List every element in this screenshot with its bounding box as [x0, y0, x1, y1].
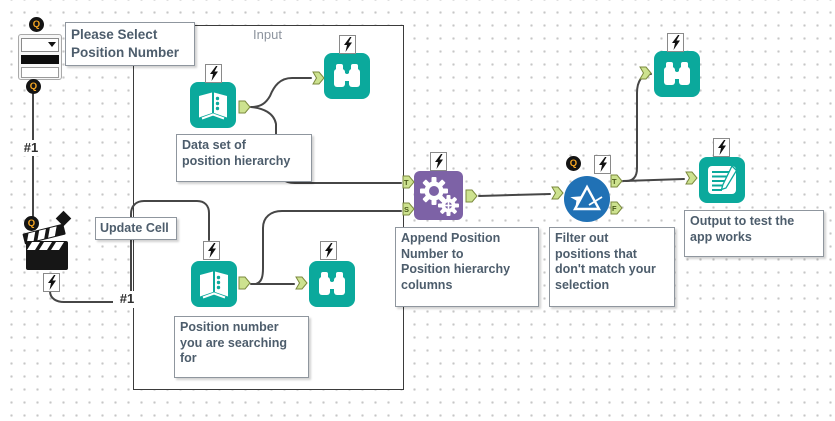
- wire-label-2: #1: [113, 291, 141, 308]
- append-source-anchor[interactable]: S: [402, 202, 415, 221]
- filter-true-anchor[interactable]: T: [610, 174, 623, 193]
- append-target-anchor[interactable]: T: [402, 175, 415, 194]
- dropdown-field: [21, 38, 59, 52]
- wire-filter-to-browse2[interactable]: [625, 73, 652, 182]
- anchor-letter-f: F: [612, 203, 617, 213]
- report-output-tool[interactable]: [699, 157, 745, 208]
- wire-input1-to-browse1[interactable]: [250, 77, 312, 108]
- browse-tool-3[interactable]: [309, 261, 355, 312]
- filter-false-anchor[interactable]: F: [610, 201, 623, 220]
- lightning-anchor-icon[interactable]: [667, 33, 684, 52]
- annotation-line: Number to: [401, 246, 464, 261]
- dropdown-selected-bar: [21, 55, 59, 64]
- textbox-please-select[interactable]: Please Select Position Number: [65, 22, 195, 66]
- clapperboard-icon: [22, 210, 72, 270]
- browse-icon: [654, 51, 700, 97]
- filter-icon: [564, 176, 610, 222]
- annotation-filter[interactable]: Filter out positions that don't match yo…: [549, 227, 675, 307]
- annotation-line: Output to test the: [690, 214, 795, 228]
- input-data-tool-position-number[interactable]: [191, 261, 237, 312]
- input-data-tool-hierarchy[interactable]: [190, 82, 236, 133]
- annotation-line: columns: [401, 277, 453, 292]
- annotation-line: don't match your: [555, 262, 656, 276]
- input-data-icon: [190, 82, 236, 128]
- wire-label-1: #1: [17, 140, 45, 156]
- textbox-line: Position Number: [71, 45, 180, 60]
- dropdown-empty-bar: [21, 67, 59, 78]
- output-anchor[interactable]: [238, 276, 251, 295]
- anchor-letter-t: T: [404, 177, 409, 187]
- input-data-icon: [191, 261, 237, 307]
- annotation-line: selection: [555, 277, 610, 292]
- report-icon: [699, 157, 745, 203]
- annotation-line: Position hierarchy: [401, 262, 511, 276]
- annotation-line: you are searching: [180, 335, 287, 350]
- annotation-line: Filter out: [555, 231, 609, 245]
- wire-filter-to-report[interactable]: [622, 178, 685, 182]
- input-anchor[interactable]: [295, 276, 308, 295]
- output-anchor[interactable]: [238, 100, 251, 119]
- input-anchor[interactable]: [551, 186, 564, 205]
- lightning-anchor-icon[interactable]: [339, 35, 356, 54]
- annotation-line: position hierarchy: [182, 153, 291, 168]
- input-anchor[interactable]: [685, 171, 698, 190]
- textbox-line: Please Select: [71, 27, 158, 42]
- lightning-anchor-icon[interactable]: [43, 273, 60, 292]
- annotation-line: Data set of: [182, 138, 246, 152]
- lightning-anchor-icon[interactable]: [205, 64, 222, 83]
- question-anchor-icon[interactable]: Q: [566, 156, 581, 171]
- output-anchor[interactable]: [465, 189, 478, 208]
- dropdown-caret-icon: [48, 42, 56, 47]
- textbox-line: Update Cell: [100, 221, 169, 235]
- browse-tool-1[interactable]: [324, 53, 370, 104]
- wire-action-to-input2[interactable]: [49, 200, 210, 303]
- wire-input2-to-append-S[interactable]: [255, 210, 402, 285]
- input-anchor[interactable]: [639, 66, 652, 85]
- action-tool-update-cell[interactable]: [17, 208, 81, 275]
- lightning-anchor-icon[interactable]: [594, 155, 611, 174]
- browse-icon: [324, 53, 370, 99]
- question-anchor-icon[interactable]: Q: [29, 17, 44, 32]
- textbox-update-cell[interactable]: Update Cell: [95, 217, 177, 240]
- dropdown-tool[interactable]: [18, 34, 62, 80]
- annotation-dataset[interactable]: Data set of position hierarchy: [176, 134, 312, 182]
- browse-tool-2[interactable]: [654, 51, 700, 102]
- annotation-line: app works: [690, 229, 752, 244]
- filter-tool[interactable]: [564, 176, 610, 227]
- annotation-line: Position number: [180, 320, 279, 334]
- question-anchor-icon[interactable]: Q: [24, 216, 39, 231]
- question-anchor-icon[interactable]: Q: [26, 79, 41, 94]
- lightning-anchor-icon[interactable]: [430, 152, 447, 171]
- annotation-line: for: [180, 351, 197, 365]
- lightning-anchor-icon[interactable]: [203, 241, 220, 260]
- annotation-append[interactable]: Append Position Number to Position hiera…: [395, 227, 539, 307]
- annotation-line: Append Position: [401, 231, 501, 245]
- input-anchor[interactable]: [312, 71, 325, 90]
- lightning-anchor-icon[interactable]: [713, 138, 730, 157]
- annotation-line: positions that: [555, 246, 637, 261]
- append-fields-tool[interactable]: [414, 171, 463, 225]
- wire-append-to-filter[interactable]: [478, 193, 551, 197]
- anchor-letter-s: S: [404, 204, 410, 214]
- gears-icon: [414, 171, 463, 220]
- lightning-anchor-icon[interactable]: [320, 241, 337, 260]
- browse-icon: [309, 261, 355, 307]
- annotation-position-number[interactable]: Position number you are searching for: [174, 316, 309, 378]
- annotation-output[interactable]: Output to test the app works: [684, 210, 824, 257]
- anchor-letter-t: T: [612, 176, 617, 186]
- container-title: Input: [253, 27, 282, 42]
